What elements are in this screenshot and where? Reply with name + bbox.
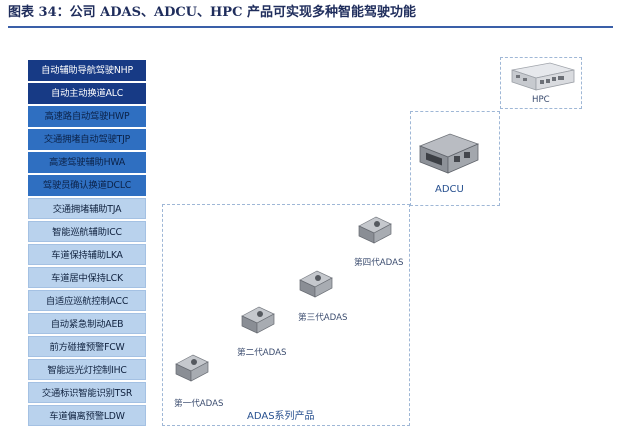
- feature-item: 驾驶员确认换道DCLC: [28, 175, 146, 196]
- adas-gen3-device-icon: [299, 270, 333, 298]
- feature-item: 交通标识智能识别TSR: [28, 382, 146, 403]
- feature-item: 高速驾驶辅助HWA: [28, 152, 146, 173]
- feature-item: 自动紧急制动AEB: [28, 313, 146, 334]
- feature-item: 车道保持辅助LKA: [28, 244, 146, 265]
- adas-gen1-label: 第一代ADAS: [174, 399, 224, 409]
- title-rule: [8, 26, 613, 28]
- adas-gen2-device-icon: [241, 306, 275, 334]
- adas-gen4-label: 第四代ADAS: [354, 258, 404, 268]
- adas-gen1-device-icon: [175, 354, 209, 382]
- adcu-label: ADCU: [435, 184, 464, 195]
- feature-item: 车道居中保持LCK: [28, 267, 146, 288]
- hpc-label: HPC: [532, 95, 550, 105]
- adas-series-label: ADAS系列产品: [247, 411, 315, 422]
- adcu-device-icon: [418, 133, 480, 174]
- feature-item: 自动主动换道ALC: [28, 83, 146, 104]
- feature-item: 前方碰撞预警FCW: [28, 336, 146, 357]
- adas-gen4-device-icon: [358, 216, 392, 244]
- feature-item: 自动辅助导航驾驶NHP: [28, 60, 146, 81]
- feature-item: 车道偏离预警LDW: [28, 405, 146, 426]
- adas-series-box: [162, 204, 410, 426]
- figure-title: 图表 34：公司 ADAS、ADCU、HPC 产品可实现多种智能驾驶功能: [8, 5, 416, 20]
- adas-gen3-label: 第三代ADAS: [298, 313, 348, 323]
- feature-item: 智能远光灯控制IHC: [28, 359, 146, 380]
- feature-item: 智能巡航辅助ICC: [28, 221, 146, 242]
- adas-gen2-label: 第二代ADAS: [237, 348, 287, 358]
- feature-item: 交通拥堵自动驾驶TJP: [28, 129, 146, 150]
- hpc-device-icon: [511, 62, 575, 91]
- hpc-box: [500, 57, 582, 109]
- feature-item: 高速路自动驾驶HWP: [28, 106, 146, 127]
- adcu-box: [410, 111, 500, 206]
- feature-item: 自适应巡航控制ACC: [28, 290, 146, 311]
- feature-item: 交通拥堵辅助TJA: [28, 198, 146, 219]
